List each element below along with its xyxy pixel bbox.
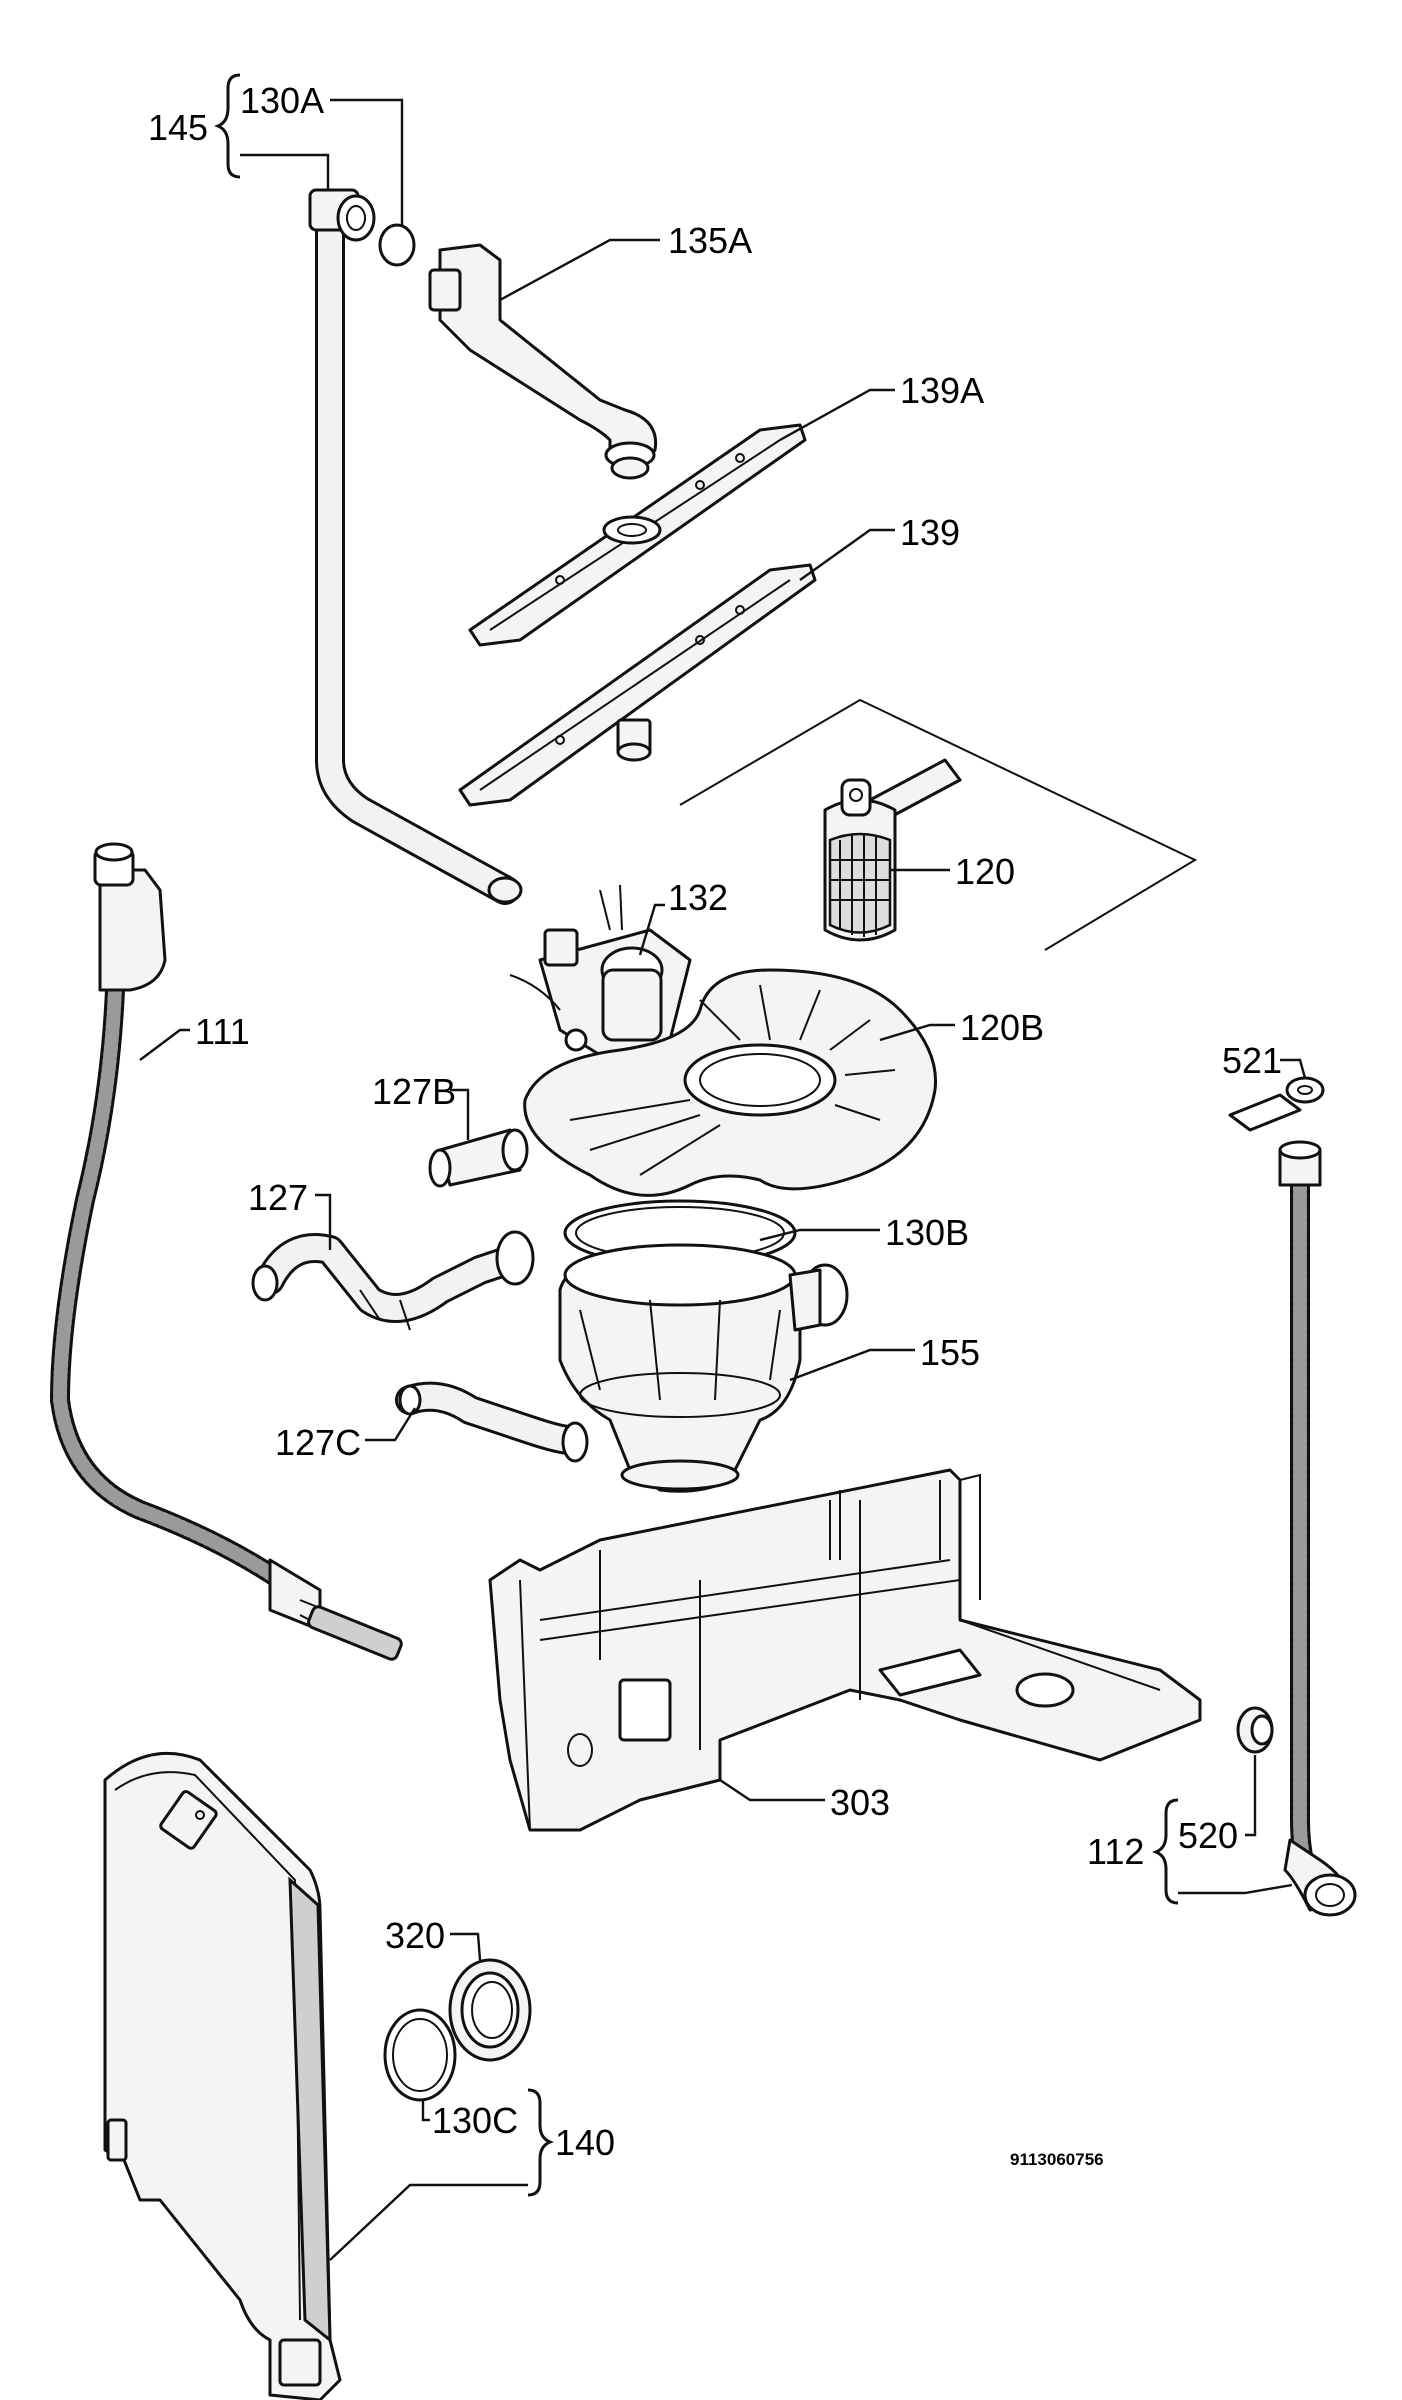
label-127c: 127C: [275, 1422, 361, 1463]
part-303-base-frame: [488, 1468, 1202, 1832]
part-120b-filter-plate: [523, 968, 938, 1197]
label-139: 139: [900, 512, 960, 553]
label-155: 155: [920, 1332, 980, 1373]
part-127-hose: [251, 1230, 535, 1331]
part-labels: 145 130A 135A 139A 139 120 132 111 120B …: [148, 80, 1282, 2169]
label-130a: 130A: [240, 80, 324, 121]
part-155-sump: [558, 1243, 849, 1493]
part-112-drain-hose: [1278, 1140, 1357, 1917]
label-112: 112: [1087, 1831, 1144, 1872]
part-520-clamp: [1236, 1706, 1274, 1754]
part-140-side-panel: [103, 1751, 342, 2400]
part-120-filter: [823, 758, 962, 942]
label-120: 120: [955, 851, 1015, 892]
part-127c-hose: [395, 1381, 589, 1463]
part-139a-upper-spray-arm: [468, 423, 807, 647]
part-130c-o-ring: [383, 2008, 457, 2102]
label-130b: 130B: [885, 1212, 969, 1253]
label-132: 132: [668, 877, 728, 918]
label-127: 127: [248, 1177, 308, 1218]
label-135a: 135A: [668, 220, 752, 261]
label-520: 520: [1178, 1815, 1238, 1856]
label-130c: 130C: [432, 2100, 518, 2141]
filter-bracket-outline: [679, 698, 1198, 951]
label-521: 521: [1222, 1040, 1282, 1081]
part-320-seal: [448, 1958, 532, 2062]
drawing-number: 9113060756: [1010, 2150, 1104, 2169]
label-303: 303: [830, 1782, 890, 1823]
part-132-pump: [509, 884, 692, 1057]
part-521-clip: [1228, 1076, 1325, 1132]
label-140: 140: [555, 2122, 615, 2163]
label-139a: 139A: [900, 370, 984, 411]
label-111: 111: [195, 1011, 250, 1052]
part-139-lower-spray-arm: [458, 563, 817, 807]
label-320: 320: [385, 1915, 445, 1956]
label-145: 145: [148, 107, 208, 148]
part-145-pipe: [308, 188, 523, 905]
part-127b-connector: [428, 1128, 529, 1188]
part-130a-o-ring: [378, 223, 416, 267]
part-111-inlet-hose: [49, 842, 403, 1661]
label-120b: 120B: [960, 1007, 1044, 1048]
part-135a-feed-pipe: [428, 243, 658, 480]
label-127b: 127B: [372, 1071, 456, 1112]
leader-lines: [139, 73, 1307, 2261]
